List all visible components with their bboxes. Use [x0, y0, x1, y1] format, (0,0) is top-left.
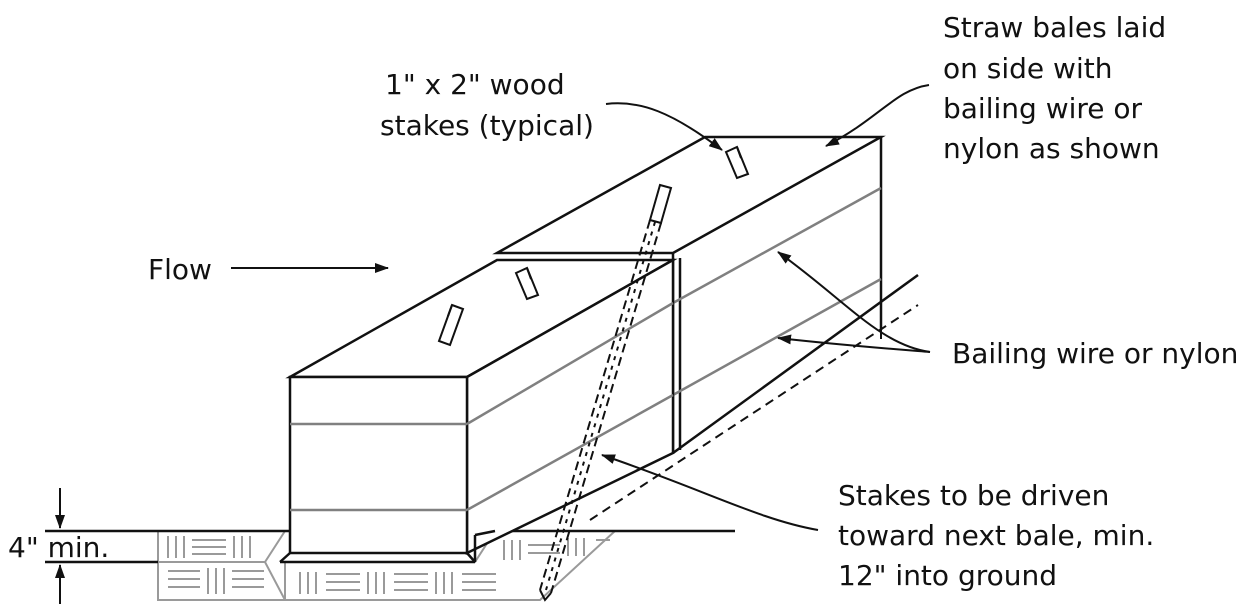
label-straw-line4: nylon as shown — [943, 132, 1160, 165]
label-driven-line1: Stakes to be driven — [838, 479, 1109, 512]
ground-surface — [45, 529, 735, 564]
front-bale-wires — [290, 301, 674, 512]
back-bale-wires — [672, 186, 882, 397]
label-flow: Flow — [148, 253, 212, 286]
label-depth: 4" min. — [8, 531, 109, 564]
straw-leader — [825, 84, 930, 147]
top-stake-middle — [514, 266, 540, 301]
label-stakes-line2: stakes (typical) — [380, 109, 594, 142]
soil-hatch-left — [157, 530, 287, 601]
label-straw-line1: Straw bales laid — [943, 11, 1166, 44]
top-stake-right — [724, 145, 750, 180]
stakes-leader — [605, 102, 723, 151]
label-stakes-line1: 1" x 2" wood — [385, 68, 565, 101]
label-driven-line2: toward next bale, min. — [838, 519, 1154, 552]
label-driven-line3: 12" into ground — [838, 559, 1057, 592]
leader-lines — [231, 84, 931, 531]
wire-leader-upper — [777, 251, 931, 353]
label-straw-line3: bailing wire or — [943, 92, 1143, 125]
top-stake-left — [437, 303, 465, 347]
driven-stake — [539, 183, 673, 602]
front-bale — [279, 257, 678, 564]
driven-leader — [601, 454, 819, 531]
label-bailing-wire: Bailing wire or nylon — [952, 337, 1238, 370]
label-straw-line2: on side with — [943, 52, 1112, 85]
wire-leader-lower — [777, 334, 931, 353]
